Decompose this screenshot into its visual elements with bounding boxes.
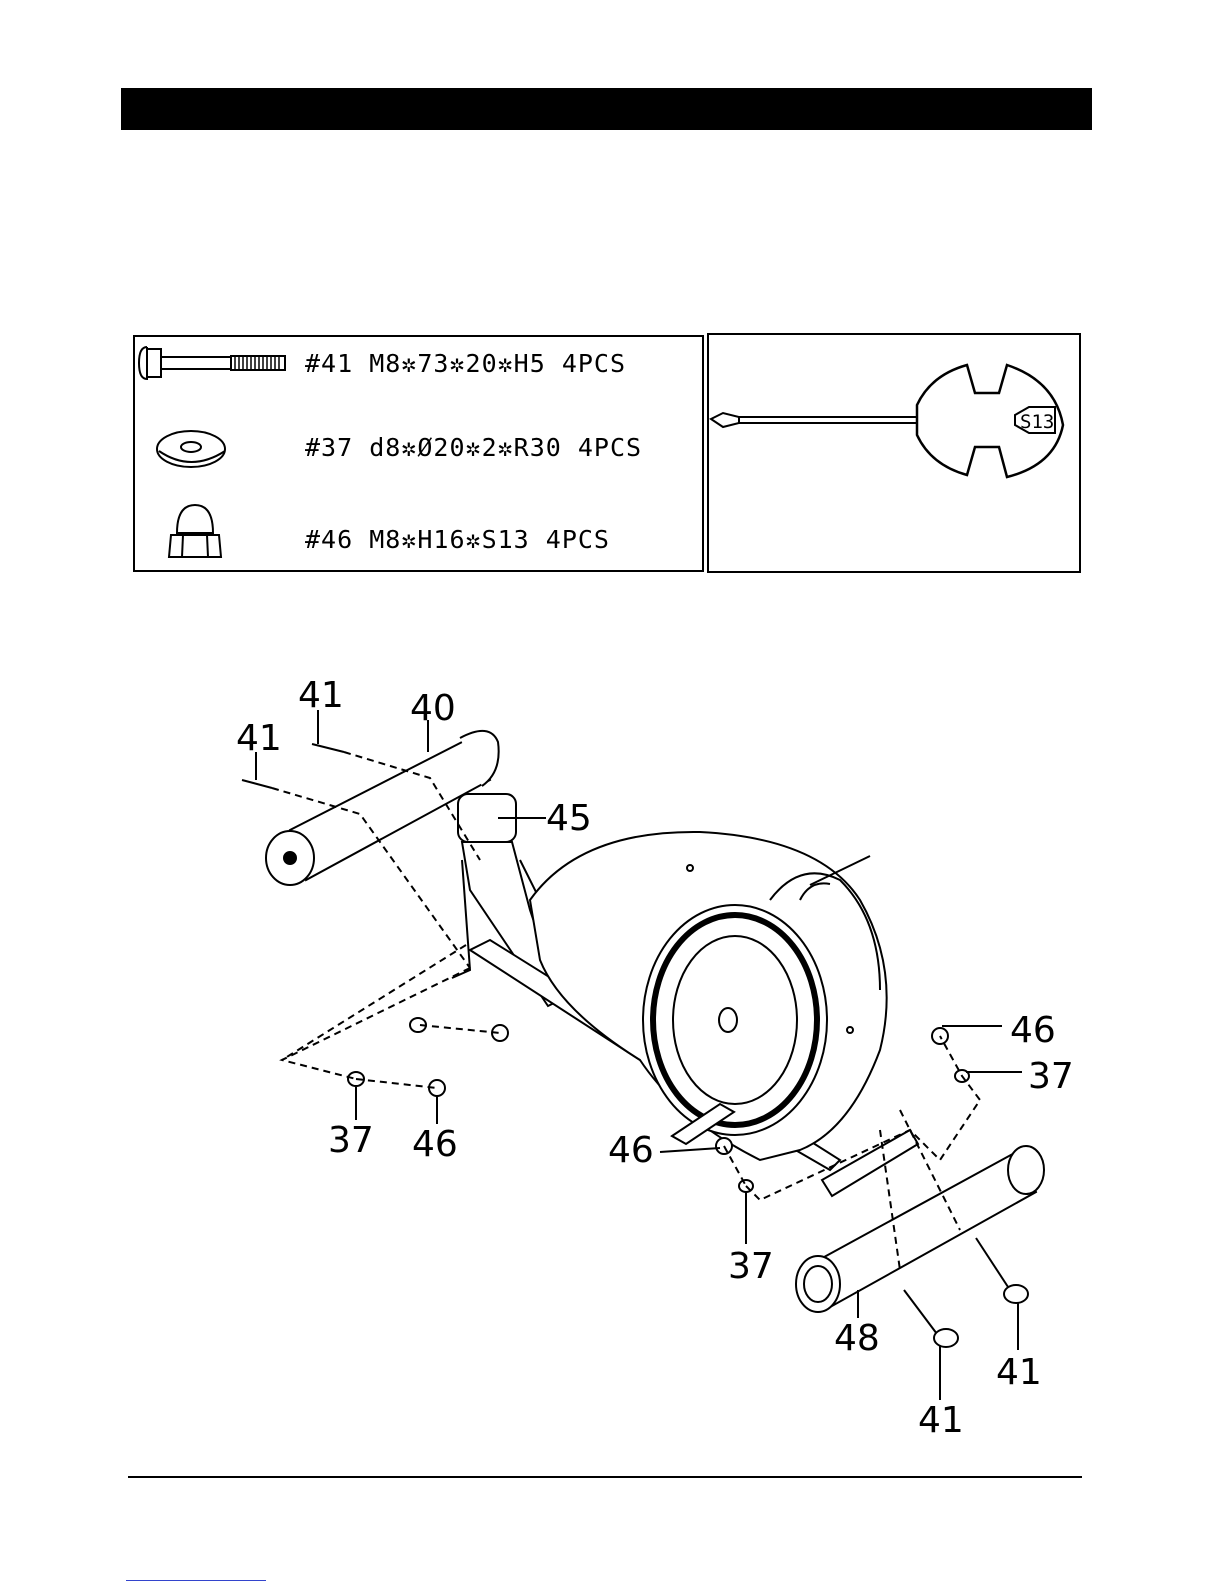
hardware-list-box: #41 M8✲73✲20✲H5 4PCS #37 d8✲Ø20✲2✲R30 4P…	[133, 335, 704, 572]
tool-size-label: S13	[1020, 411, 1054, 433]
callout-40: 40	[410, 688, 456, 729]
cap-nut-icon	[165, 499, 225, 567]
footer-link-underline	[126, 1580, 266, 1581]
callout-46-center: 46	[608, 1130, 654, 1171]
callout-37-center: 37	[728, 1246, 774, 1287]
callout-45: 45	[546, 798, 592, 839]
footer-divider	[128, 1476, 1082, 1478]
wrench-screwdriver-icon: S13	[709, 335, 1079, 571]
hardware-item-37: #37 d8✲Ø20✲2✲R30 4PCS	[305, 433, 642, 462]
assembly-diagram: 41 41 40 45 46 37 37 46 46 37 48 41 41	[0, 640, 1225, 1460]
callout-46-left: 46	[412, 1124, 458, 1165]
carriage-bolt-icon	[135, 343, 295, 383]
section-title-bar	[121, 88, 1092, 130]
callout-41-left: 41	[236, 718, 282, 759]
callout-41-bottom: 41	[918, 1400, 964, 1441]
callout-46-right: 46	[1010, 1010, 1056, 1051]
callout-37-right: 37	[1028, 1056, 1074, 1097]
tool-box: S13	[707, 333, 1081, 573]
curved-washer-icon	[153, 425, 233, 471]
callout-48: 48	[834, 1318, 880, 1359]
callout-37-left: 37	[328, 1120, 374, 1161]
hardware-item-41: #41 M8✲73✲20✲H5 4PCS	[305, 349, 626, 378]
hardware-item-46: #46 M8✲H16✲S13 4PCS	[305, 525, 610, 554]
callout-41-right: 41	[996, 1352, 1042, 1393]
callout-41-top: 41	[298, 675, 344, 716]
